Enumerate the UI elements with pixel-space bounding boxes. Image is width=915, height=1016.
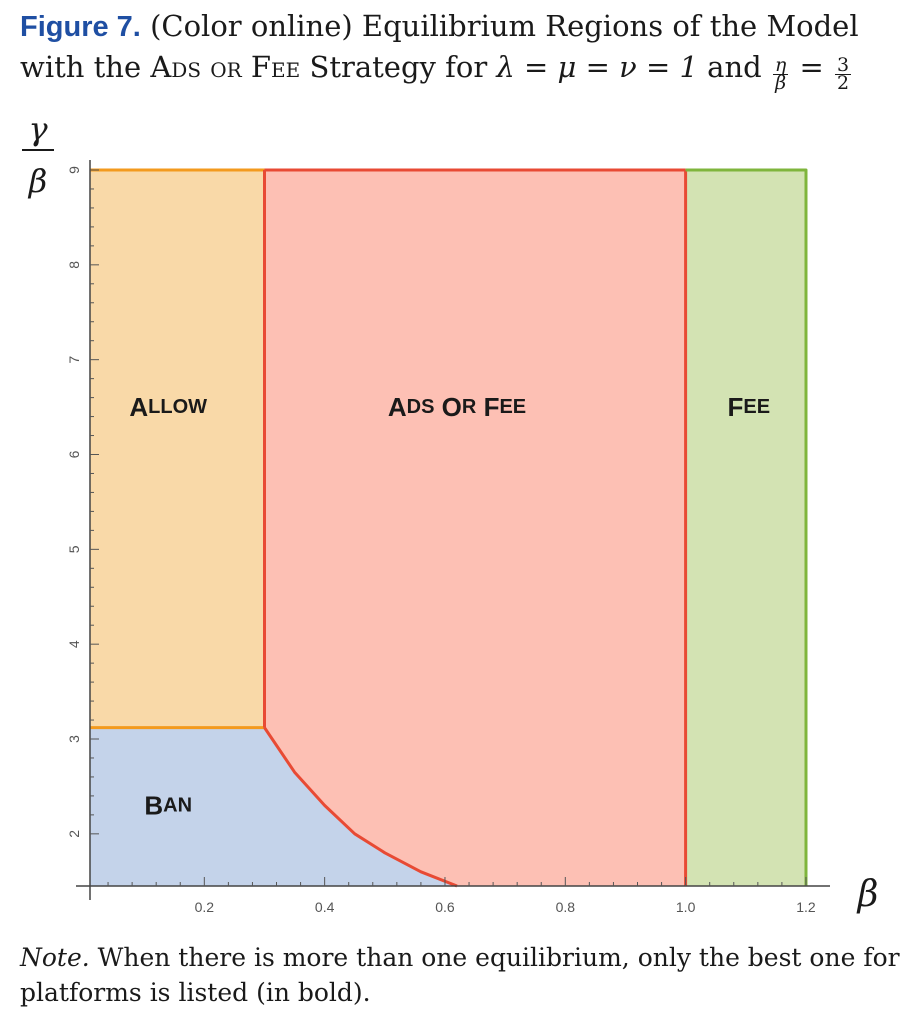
y-tick-label: 6	[66, 450, 82, 458]
x-tick-label: 0.2	[195, 899, 215, 915]
caption-equals: =	[799, 50, 824, 84]
note-label: Note.	[20, 943, 90, 972]
caption-text-2: Strategy for	[309, 50, 488, 84]
region-label-ban: BAN	[144, 790, 192, 820]
caption-and: and	[707, 50, 762, 84]
value-numerator: 3	[835, 54, 852, 76]
y-tick-label: 7	[66, 356, 82, 364]
regions-layer	[90, 168, 808, 888]
region-fee	[685, 170, 806, 886]
region-label-allow: ALLOW	[129, 392, 207, 422]
y-axis-label-numerator: γ	[28, 110, 48, 148]
figure-caption: Figure 7. (Color online) Equilibrium Reg…	[20, 6, 900, 94]
region-ads-or-fee	[264, 170, 686, 886]
ratio-denominator: β	[775, 72, 787, 94]
caption-strategy-name: Ads or Fee	[150, 50, 301, 84]
x-tick-label: 0.6	[435, 899, 455, 915]
region-allow	[90, 170, 265, 728]
y-tick-label: 8	[66, 261, 82, 269]
x-tick-label: 1.2	[796, 899, 816, 915]
caption-params: λ = μ = ν = 1	[496, 50, 698, 84]
x-tick-label: 0.8	[556, 899, 576, 915]
x-tick-label: 0.4	[315, 899, 335, 915]
axes-layer: 2 3 4 5 6 7 8 9 0.2 0.4 0.6 0.8 1.0 1.2	[66, 160, 830, 915]
caption-text-1: (Color online) Equilibrium Regions of th…	[20, 9, 859, 84]
y-tick-label: 9	[66, 166, 82, 174]
y-tick-label: 4	[66, 640, 82, 648]
y-tick-label: 2	[66, 830, 82, 838]
region-label-fee: FEE	[728, 392, 771, 422]
y-axis-label-denominator: β	[28, 162, 48, 200]
region-label-ads-or-fee: ADS OR FEE	[388, 392, 526, 422]
x-axis-label: β	[856, 874, 879, 915]
x-tick-label: 1.0	[676, 899, 696, 915]
value-denominator: 2	[837, 72, 850, 94]
note-text: When there is more than one equilibrium,…	[20, 943, 900, 1007]
region-ban	[90, 727, 457, 886]
y-tick-label: 3	[66, 735, 82, 743]
y-tick-label: 5	[66, 545, 82, 553]
figure-label: Figure 7.	[20, 11, 141, 43]
boundary-fee-outline	[685, 168, 808, 886]
boundary-ban-ads-or-fee	[263, 726, 458, 888]
figure-note: Note. When there is more than one equili…	[20, 940, 900, 1010]
ratio-numerator: η	[772, 54, 789, 76]
